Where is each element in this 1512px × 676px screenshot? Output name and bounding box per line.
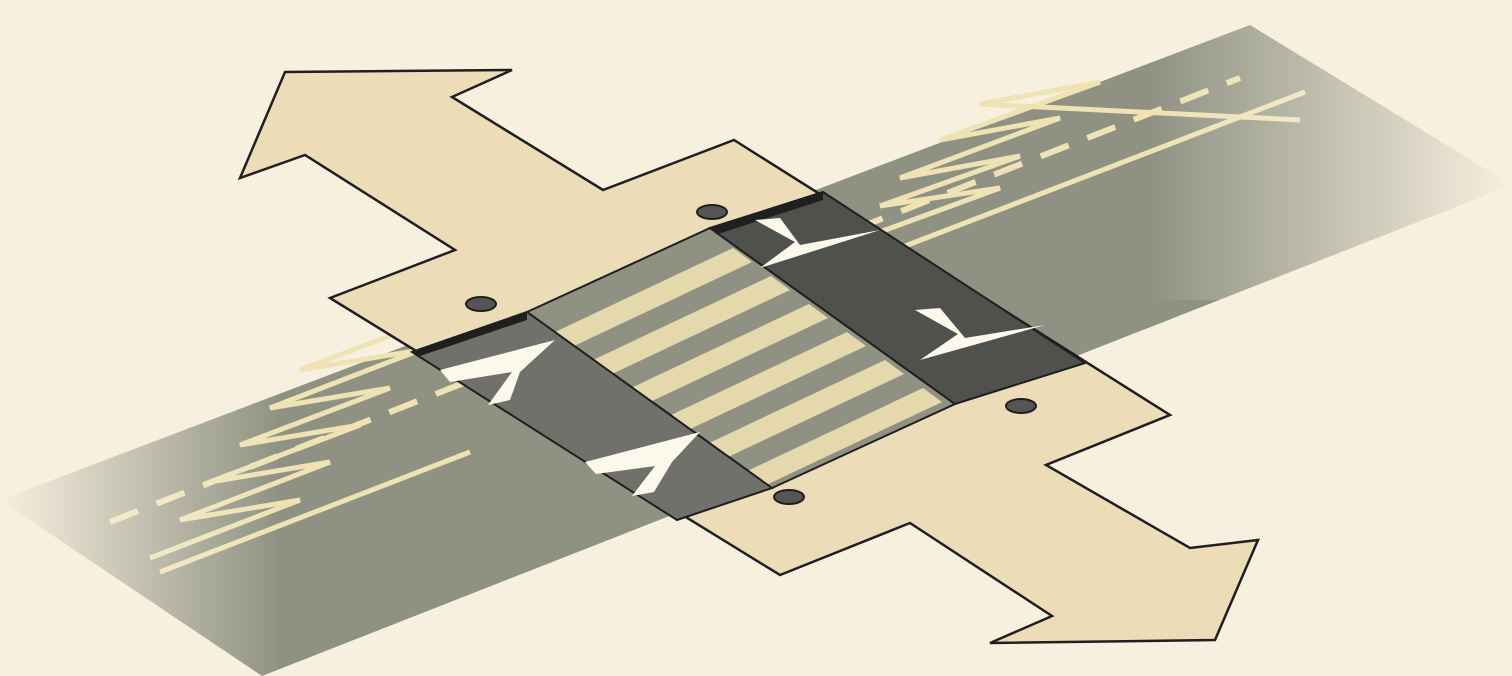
crossing-area: [409, 190, 1088, 522]
road-stud-icon: [1005, 398, 1037, 414]
road-fade-left: [0, 300, 300, 676]
crossing-stripe: [745, 388, 942, 486]
crossing-stripe: [555, 248, 752, 346]
panel-right-dark-edge: [710, 192, 823, 234]
road-fade-right: [1150, 0, 1512, 300]
crossing-stripe: [593, 276, 790, 374]
road-stud-icon: [773, 489, 805, 505]
crossing-stripe: [707, 360, 904, 458]
zigzag-line-right: [879, 79, 1301, 235]
zigzag-chevron-icon: [755, 218, 880, 268]
panel-left-dark-edge: [412, 312, 527, 356]
crossing-stripe: [631, 304, 828, 402]
zigzag-chevron-icon: [585, 432, 700, 496]
road-studs: [465, 204, 1037, 505]
zigzag-chevron-icon: [915, 308, 1045, 360]
road-stud-icon: [465, 296, 497, 312]
crossing-stripes: [555, 248, 942, 486]
road-stud-icon: [696, 204, 728, 220]
crossing-stripe: [669, 332, 866, 430]
zigzag-chevron-icon: [440, 340, 555, 405]
